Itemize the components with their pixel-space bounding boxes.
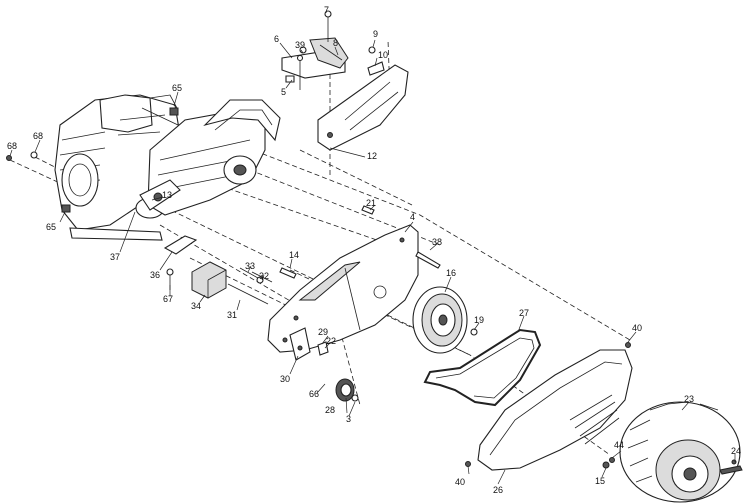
callout-10: 10 xyxy=(378,50,388,60)
fasteners xyxy=(6,107,737,469)
upper-bracket xyxy=(281,10,349,90)
callout-34: 34 xyxy=(191,301,201,311)
transmission-housing xyxy=(139,99,281,216)
callout-32: 32 xyxy=(259,271,269,281)
callout-13: 13 xyxy=(162,190,172,200)
callout-3: 3 xyxy=(346,414,351,424)
callout-33: 33 xyxy=(245,261,255,271)
callout-30: 30 xyxy=(280,374,290,384)
wheel-tire xyxy=(619,401,743,503)
callout-38: 38 xyxy=(432,237,442,247)
callout-36: 36 xyxy=(150,270,160,280)
belt-guard-plate xyxy=(267,224,419,361)
pulley xyxy=(412,286,478,354)
callout-16: 16 xyxy=(446,268,456,278)
callout-9: 9 xyxy=(373,29,378,39)
callout-28: 28 xyxy=(325,405,335,415)
callout-65-top: 65 xyxy=(172,83,182,93)
callout-24: 24 xyxy=(731,446,741,456)
callout-7: 7 xyxy=(324,5,329,15)
callout-22: 22 xyxy=(326,336,336,346)
callout-23: 23 xyxy=(684,394,694,404)
callout-68-far-left: 68 xyxy=(7,141,17,151)
callout-44: 44 xyxy=(614,440,624,450)
bracket-parts xyxy=(163,205,375,305)
callout-40-right: 40 xyxy=(632,323,642,333)
small-cover xyxy=(317,46,409,151)
callout-68-left: 68 xyxy=(33,131,43,141)
callout-14: 14 xyxy=(289,250,299,260)
idler-pulley xyxy=(335,378,359,402)
callout-15: 15 xyxy=(595,476,605,486)
callout-4: 4 xyxy=(410,212,415,222)
outer-belt-cover xyxy=(465,349,633,471)
callout-5: 5 xyxy=(281,87,286,97)
callout-6: 6 xyxy=(274,34,279,44)
callout-27: 27 xyxy=(519,308,529,318)
callout-29: 29 xyxy=(318,327,328,337)
callout-31: 31 xyxy=(227,310,237,320)
callout-19: 19 xyxy=(474,315,484,325)
callout-labels: 7 9 6 39 8 10 5 65 12 68 68 13 21 65 4 3… xyxy=(7,5,741,495)
callout-66: 66 xyxy=(309,389,319,399)
engine-assembly xyxy=(54,94,181,241)
callout-40-bottom: 40 xyxy=(455,477,465,487)
leader-lines xyxy=(9,39,736,485)
drive-belt xyxy=(423,328,542,407)
callout-26: 26 xyxy=(493,485,503,495)
callout-67: 67 xyxy=(163,294,173,304)
callout-21: 21 xyxy=(366,198,376,208)
callout-12: 12 xyxy=(367,151,377,161)
callout-37: 37 xyxy=(110,252,120,262)
callout-65-bottom: 65 xyxy=(46,222,56,232)
callout-39: 39 xyxy=(295,40,305,50)
callout-8: 8 xyxy=(333,38,338,48)
